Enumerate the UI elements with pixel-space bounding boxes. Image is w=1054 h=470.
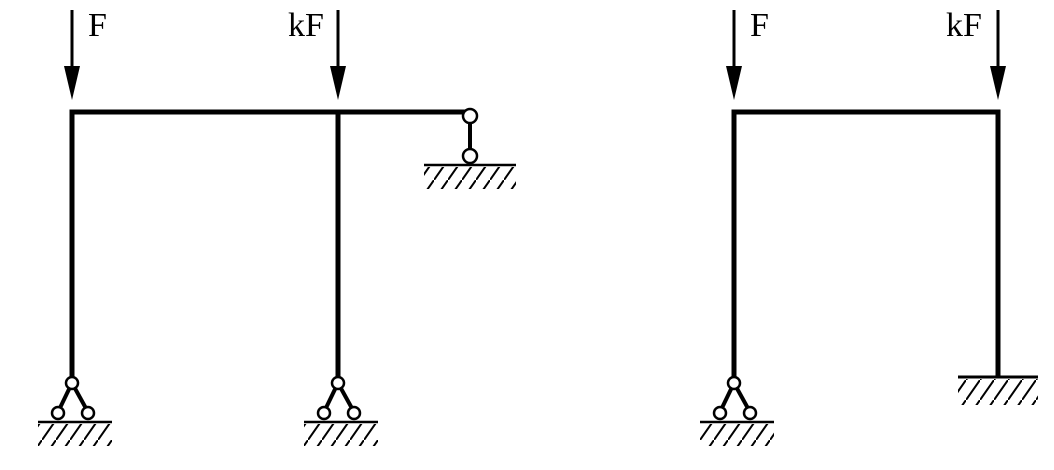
right-frame-load-kf-arrow	[990, 10, 1006, 100]
left-frame-load-f-arrow	[64, 10, 80, 100]
right-frame-load-f-arrow	[726, 10, 742, 100]
middle-column-pin-support	[304, 375, 378, 446]
right-frame: F kF	[700, 7, 1038, 446]
left-frame-load-kf-arrow	[330, 10, 346, 100]
left-frame-load-f-label: F	[88, 7, 107, 44]
right-frame-pin-support	[700, 375, 774, 446]
left-frame: F kF	[38, 7, 516, 446]
left-frame-load-kf-label: kF	[288, 7, 324, 44]
left-column-pin-support	[38, 375, 112, 446]
right-frame-load-kf-label: kF	[946, 7, 982, 44]
right-frame-fixed-support	[958, 375, 1038, 405]
beam-end-link-support	[424, 107, 516, 189]
right-frame-load-f-label: F	[750, 7, 769, 44]
